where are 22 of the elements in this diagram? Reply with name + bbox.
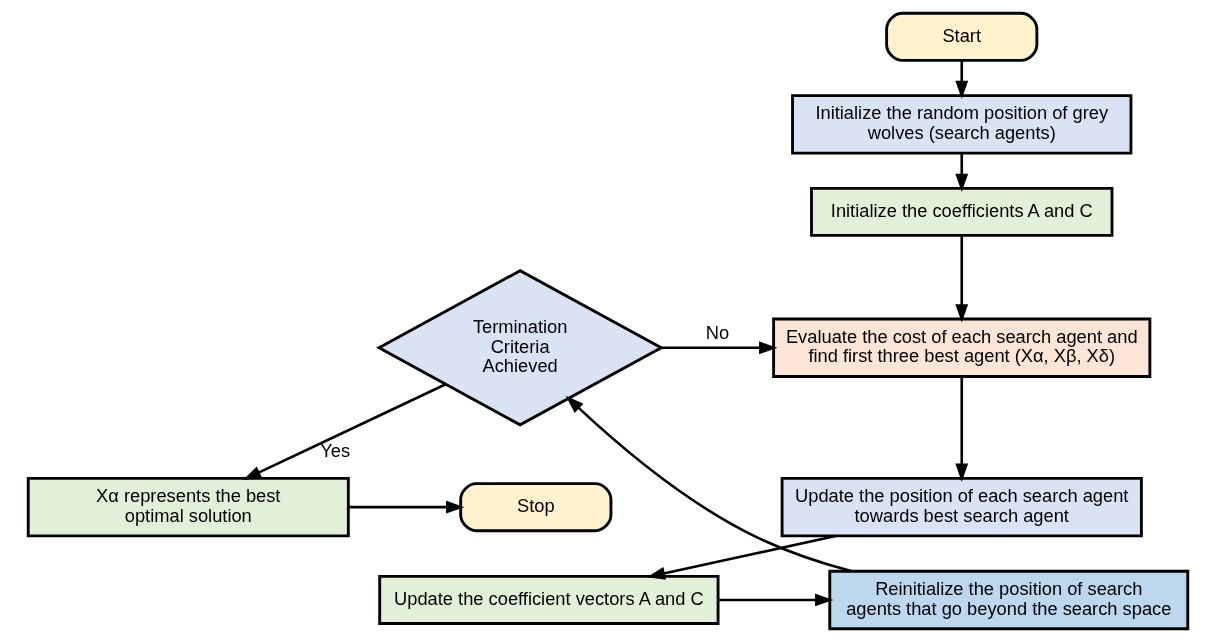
node-box: Reinitialize the position of search agents that go beyond the search space bbox=[827, 569, 1189, 631]
edge-label: Yes bbox=[319, 439, 350, 461]
arrow bbox=[565, 395, 851, 573]
arrow bbox=[954, 235, 968, 323]
node-box: Start bbox=[884, 11, 1038, 62]
node-box: Update the coefficient vectors A and C bbox=[377, 575, 719, 625]
edge-label: No bbox=[705, 321, 729, 343]
node-box: Initialize the coefficients A and C bbox=[809, 186, 1113, 237]
node-box: Stop bbox=[458, 482, 612, 533]
arrow bbox=[954, 376, 968, 482]
node-box: Update the position of each search agent towards best search agent bbox=[780, 477, 1143, 538]
node-box: Xα represents the best optimal solution bbox=[26, 477, 350, 538]
arrow bbox=[954, 153, 968, 193]
node-diamond: Termination Criteria Achieved bbox=[375, 269, 664, 427]
arrow bbox=[954, 60, 968, 100]
arrow bbox=[646, 534, 836, 580]
arrow bbox=[242, 383, 446, 481]
arrow bbox=[717, 593, 833, 607]
arrow bbox=[661, 341, 777, 355]
node-box: Evaluate the cost of each search agent and find first three best agent (Xα, Xβ, Xδ) bbox=[771, 317, 1151, 378]
arrow bbox=[347, 500, 464, 514]
node-box: Initialize the random position of grey wolves (search agents) bbox=[790, 94, 1132, 155]
